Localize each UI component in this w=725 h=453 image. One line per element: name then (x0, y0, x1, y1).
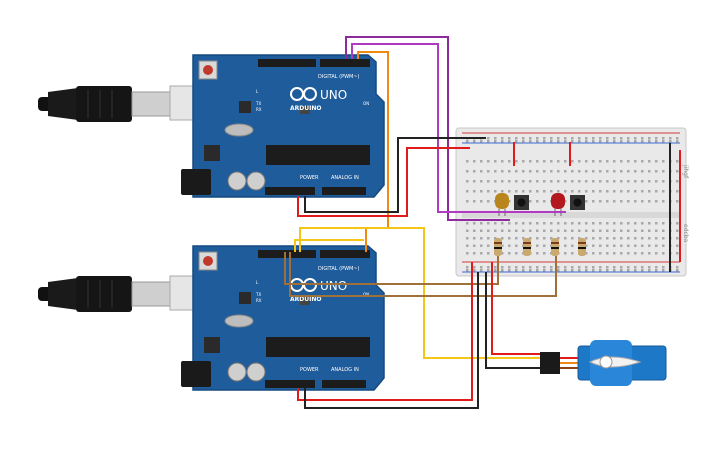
board-top-brand: ARDUINO (290, 105, 321, 112)
arduino-uno-top: ARDUINO UNO DIGITAL (PWM~) POWER ANALOG … (181, 54, 385, 198)
resistor-4 (578, 238, 586, 256)
wire-brown-1 (284, 252, 499, 285)
servo-motor (540, 340, 667, 386)
wire-yellow-1 (299, 227, 540, 359)
board-bottom-brand: ARDUINO (290, 296, 321, 303)
resistor-1 (494, 238, 502, 256)
board-top-rx-label: RX (256, 107, 262, 112)
wire-yellow-2 (294, 239, 364, 252)
wire-red-bottom (297, 262, 473, 401)
resistor-2 (523, 238, 531, 256)
board-bottom-model: UNO (320, 279, 347, 293)
board-bottom-rx-label: RX (256, 298, 262, 303)
board-top-digital-label: DIGITAL (PWM~) (318, 74, 360, 80)
breadboard-rows-top: jihgf (682, 164, 689, 179)
board-top-analog-label: ANALOG IN (331, 175, 359, 181)
wire-black-servo (485, 272, 540, 369)
wire-red-top (297, 147, 470, 217)
usb-cable-top (38, 85, 213, 122)
wires (284, 36, 681, 409)
wire-black-top (304, 137, 486, 213)
resistor-3 (551, 238, 559, 256)
board-top-power-label: POWER (300, 175, 319, 181)
wire-black-bottom (304, 272, 479, 409)
wire-orange-top (357, 51, 389, 252)
board-bottom-tx-label: TX (255, 292, 261, 297)
breadboard-rows-bottom: edcba (682, 224, 689, 243)
board-bottom-power-label: POWER (300, 367, 319, 373)
board-top-l-label: L (256, 89, 259, 94)
wire-brown-2 (289, 252, 557, 297)
arduino-uno-bottom: ARDUINO UNO DIGITAL (PWM~) POWER ANALOG … (181, 245, 385, 391)
push-button-1 (514, 195, 529, 210)
wire-red-servo (491, 262, 540, 355)
board-bottom-l-label: L (256, 280, 259, 285)
wire-purple-top (345, 36, 510, 221)
board-bottom-on-label: ON (363, 292, 369, 297)
usb-cable-bottom (38, 275, 213, 312)
board-top-on-label: ON (363, 101, 369, 106)
wire-magenta-top (351, 43, 566, 213)
board-bottom-analog-label: ANALOG IN (331, 367, 359, 373)
board-top-tx-label: TX (255, 101, 261, 106)
board-top-model: UNO (320, 88, 347, 102)
board-bottom-digital-label: DIGITAL (PWM~) (318, 266, 360, 272)
push-button-2 (570, 195, 585, 210)
